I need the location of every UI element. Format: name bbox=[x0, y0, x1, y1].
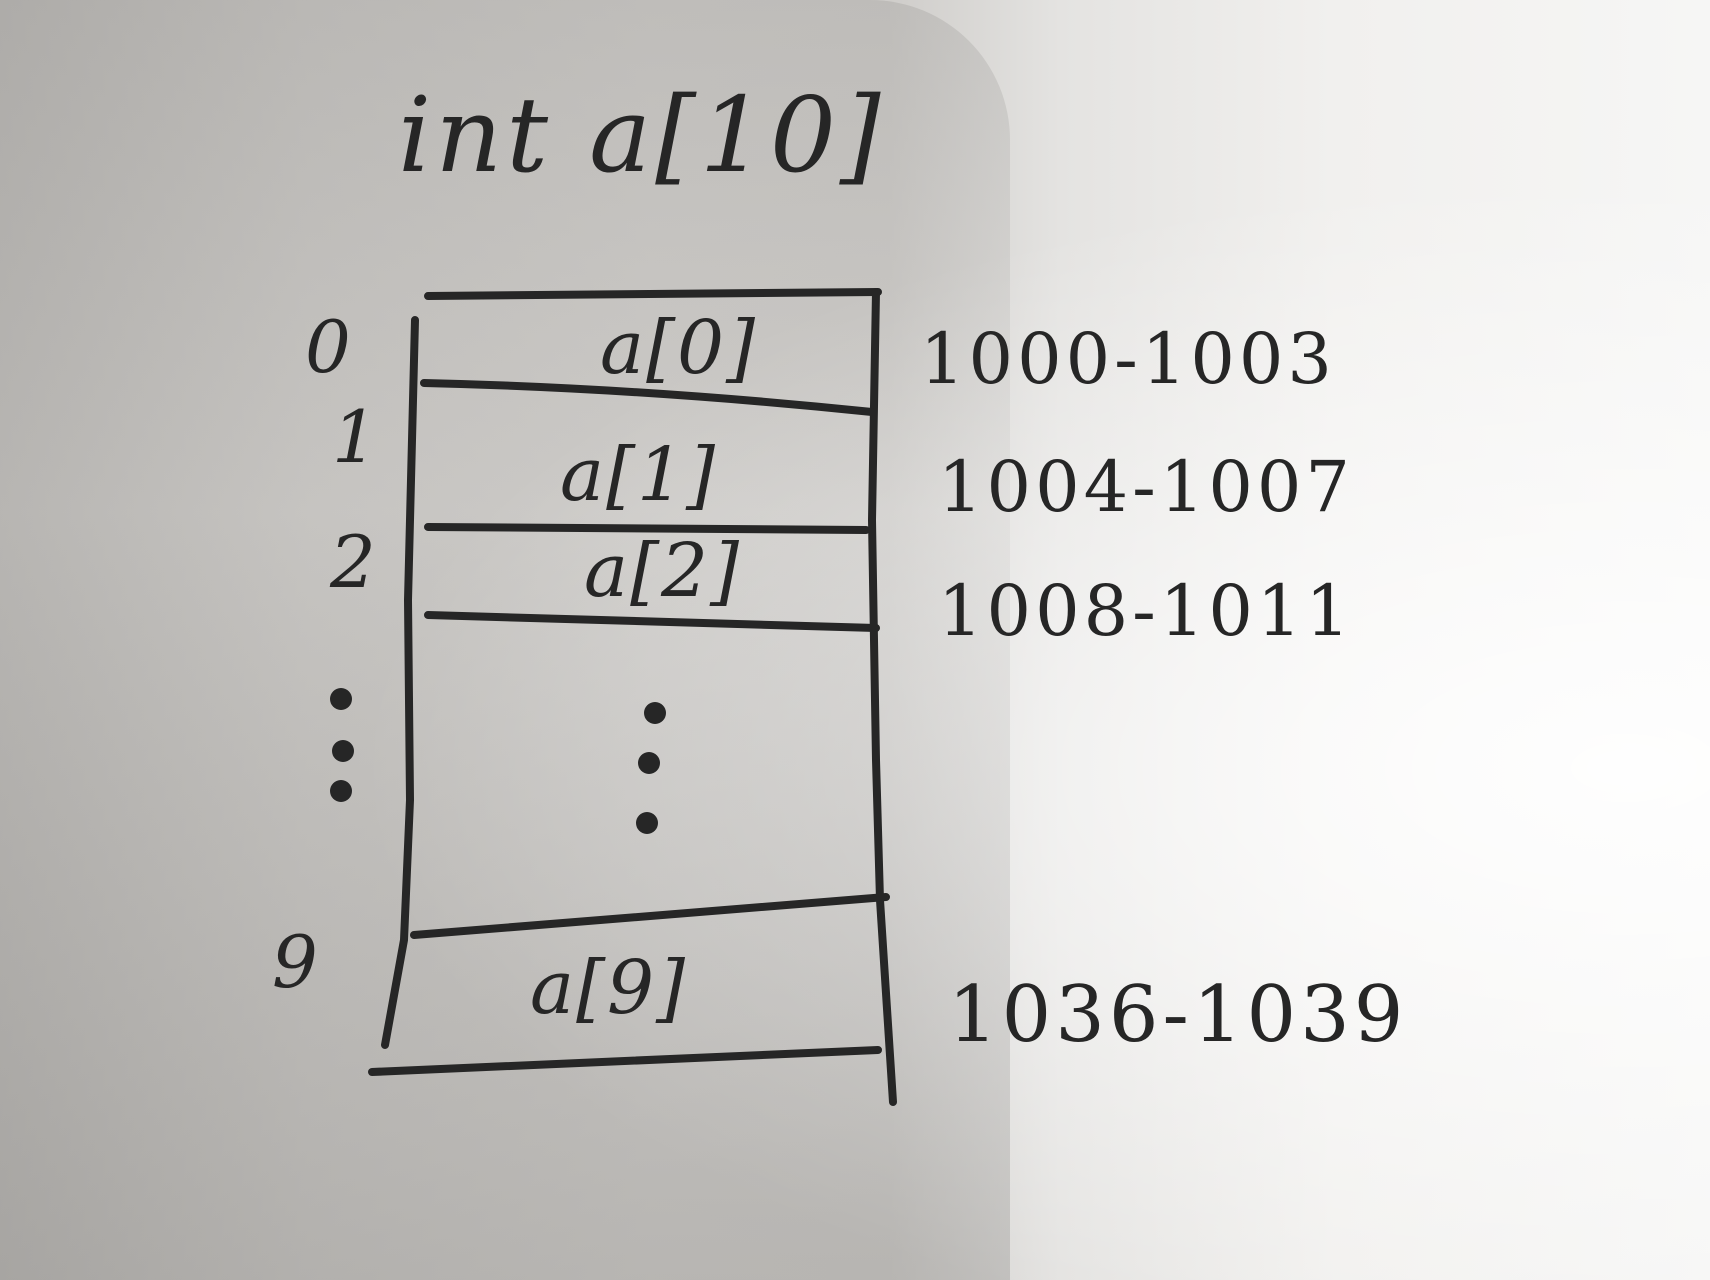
address-range-9: 1036-1039 bbox=[948, 970, 1408, 1060]
left-ellipsis-dot-3 bbox=[330, 780, 352, 802]
block-left-border bbox=[381, 316, 419, 1049]
divider-0-1 bbox=[420, 379, 876, 416]
index-label-1: 1 bbox=[332, 395, 380, 479]
block-bottom-border bbox=[368, 1046, 882, 1076]
address-range-2: 1008-1011 bbox=[938, 570, 1354, 652]
cell-label-a9: a[9] bbox=[530, 945, 687, 1031]
center-ellipsis-dot-3 bbox=[636, 812, 658, 834]
index-label-0: 0 bbox=[305, 305, 353, 389]
block-top-border bbox=[424, 288, 882, 300]
divider-2-gap bbox=[424, 611, 880, 632]
cell-label-a2: a[2] bbox=[584, 528, 741, 614]
divider-gap-9 bbox=[410, 893, 890, 939]
divider-1-2 bbox=[424, 523, 870, 534]
left-ellipsis-dot-2 bbox=[332, 740, 354, 762]
cell-label-a0: a[0] bbox=[600, 305, 757, 391]
block-right-border bbox=[868, 288, 897, 1106]
index-label-9: 9 bbox=[272, 920, 320, 1004]
center-ellipsis-dot-1 bbox=[644, 702, 666, 724]
index-label-2: 2 bbox=[330, 520, 378, 604]
array-declaration-title: int a[10] bbox=[398, 74, 885, 196]
address-range-1: 1004-1007 bbox=[938, 446, 1354, 528]
cell-label-a1: a[1] bbox=[560, 432, 717, 518]
left-ellipsis-dot-1 bbox=[330, 688, 352, 710]
address-range-0: 1000-1003 bbox=[920, 318, 1336, 400]
center-ellipsis-dot-2 bbox=[638, 752, 660, 774]
